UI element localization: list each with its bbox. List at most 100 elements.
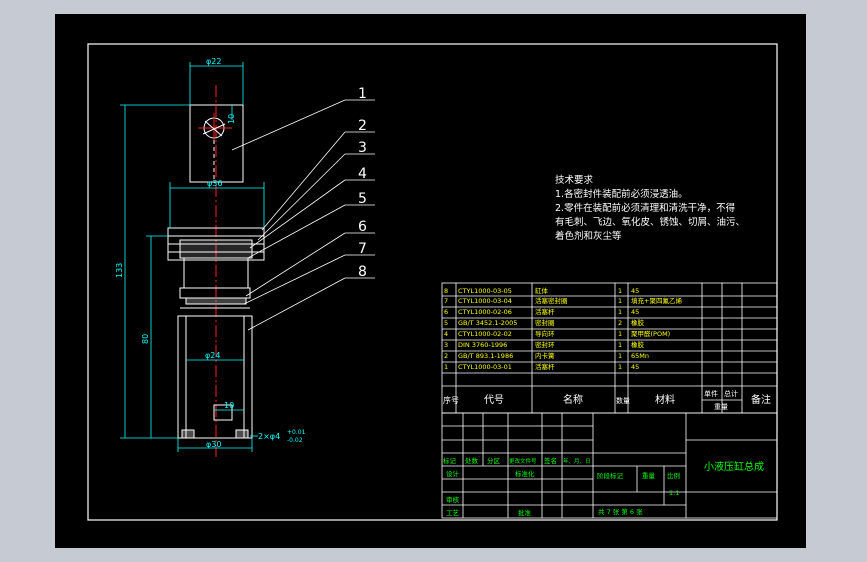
- header-unit-weight: 单件: [704, 389, 718, 398]
- header-total-weight: 总计: [724, 389, 738, 398]
- dim-d24: φ24: [205, 351, 220, 360]
- parts-cell-code: CTYL1000-03-04: [458, 297, 512, 305]
- cylinder-barrel: [177, 315, 253, 439]
- callout-3: 3: [358, 140, 367, 156]
- tb-standardize: 标准化: [515, 469, 535, 478]
- parts-cell-no: 1: [444, 363, 448, 371]
- parts-cell-material: 65Mn: [631, 352, 649, 360]
- dimension-text-group: φ22 10 φ36 133 80 φ24 10 2×φ4 +0.01 -0.0…: [115, 57, 306, 449]
- parts-cell-qty: 1: [618, 308, 622, 316]
- tb-sign: 签名: [544, 456, 557, 465]
- tb-check: 审核: [446, 495, 460, 504]
- parts-cell-name: 导向环: [535, 329, 555, 338]
- callout-4: 4: [358, 166, 367, 182]
- tech-line-2: 2.零件在装配前必须清理和清洗干净，不得: [555, 202, 736, 214]
- header-no: 序号: [443, 395, 459, 405]
- tb-design: 设计: [446, 469, 460, 478]
- dimension-lines: [120, 62, 265, 452]
- tb-change-doc: 更改文件号: [509, 457, 537, 465]
- parts-cell-no: 4: [444, 330, 448, 338]
- drawing-canvas: [55, 14, 806, 548]
- parts-cell-qty: 1: [618, 352, 622, 360]
- dim-10-port: 10: [224, 401, 234, 410]
- tb-zone: 分区: [487, 456, 501, 465]
- tb-sheets: 共 7 张 第 6 张: [598, 507, 643, 516]
- parts-cell-material: 45: [631, 308, 639, 316]
- tb-process: 工艺: [446, 509, 460, 517]
- parts-cell-name: 密封圈: [535, 318, 555, 327]
- callout-2: 2: [358, 118, 367, 134]
- parts-cell-code: DIN 3760-1996: [458, 341, 507, 349]
- parts-cell-qty: 1: [618, 363, 622, 371]
- parts-cell-code: CTYL1000-02-06: [458, 308, 512, 316]
- parts-cell-code: CTYL1000-03-01: [458, 363, 512, 371]
- tb-count: 处数: [465, 456, 479, 465]
- tb-stage-mark: 阶段标记: [597, 471, 624, 480]
- header-qty: 数量: [616, 396, 630, 405]
- dim-10-hole: 10: [227, 114, 236, 124]
- parts-cell-material: 填充+聚四氟乙烯: [631, 296, 682, 305]
- header-weight: 重量: [714, 403, 728, 411]
- cylinder-assembly-view: [167, 85, 265, 460]
- parts-cell-no: 3: [444, 341, 448, 349]
- parts-cell-material: 45: [631, 363, 639, 371]
- callout-7: 7: [358, 241, 367, 257]
- dim-d30: φ30: [206, 440, 221, 449]
- title-block-grid: [441, 412, 778, 519]
- parts-cell-no: 6: [444, 308, 448, 316]
- drawing-border: [87, 43, 778, 521]
- parts-cell-code: CTYL1000-03-05: [458, 287, 512, 295]
- tech-title: 技术要求: [555, 174, 594, 186]
- dim-133: 133: [115, 263, 124, 278]
- parts-cell-material: 橡胶: [631, 318, 645, 327]
- parts-list-grid: [441, 282, 778, 414]
- parts-cell-name: 活塞密封圈: [535, 296, 568, 305]
- tb-approve: 批准: [518, 508, 532, 517]
- callout-1: 1: [358, 86, 367, 102]
- tb-date: 年、月、日: [563, 457, 591, 465]
- parts-cell-material: 聚甲醛(POM): [631, 329, 670, 338]
- callout-leaders: [231, 99, 375, 331]
- parts-cell-code: GB/T 3452.1-2005: [458, 319, 517, 327]
- parts-cell-qty: 2: [618, 319, 622, 327]
- parts-cell-name: 密封环: [535, 340, 555, 349]
- callout-6: 6: [358, 219, 367, 235]
- dim-groove: 2×φ4: [258, 432, 280, 441]
- parts-cell-qty: 1: [618, 287, 622, 295]
- parts-cell-name: 内卡簧: [535, 351, 555, 360]
- tb-drawing-title: 小液压缸总成: [704, 460, 764, 473]
- header-remark: 备注: [751, 393, 771, 406]
- dim-d36: φ36: [207, 179, 222, 188]
- technical-requirements: 技术要求 1.各密封件装配前必须浸透油。 2.零件在装配前必须清理和清洗干净，不…: [555, 174, 745, 242]
- bottom-port: [213, 404, 233, 421]
- tb-mark: 标记: [443, 456, 457, 465]
- parts-cell-name: 缸体: [535, 286, 549, 295]
- dim-tol-lower: -0.02: [287, 437, 303, 444]
- parts-cell-no: 7: [444, 297, 448, 305]
- parts-cell-code: CTYL1000-02-02: [458, 330, 512, 338]
- parts-cell-name: 活塞杆: [535, 307, 555, 316]
- tech-line-1: 1.各密封件装配前必须浸透油。: [555, 188, 688, 200]
- parts-cell-qty: 1: [618, 297, 622, 305]
- parts-cell-material: 橡胶: [631, 340, 645, 349]
- parts-cell-qty: 1: [618, 341, 622, 349]
- parts-list-header: 序号 代号 名称 数量 材料 单件 总计 重量 备注: [443, 389, 771, 411]
- dim-80: 80: [141, 334, 150, 344]
- parts-cell-material: 45: [631, 287, 639, 295]
- parts-cell-no: 5: [444, 319, 448, 327]
- parts-cell-no: 8: [444, 287, 448, 295]
- callout-8: 8: [358, 264, 367, 280]
- tb-scale: 比例: [667, 471, 680, 480]
- header-code: 代号: [484, 394, 504, 406]
- tech-line-4: 着色剂和灰尘等: [555, 230, 622, 242]
- parts-cell-qty: 1: [618, 330, 622, 338]
- tb-weight: 重量: [642, 472, 656, 480]
- header-name: 名称: [563, 393, 583, 406]
- parts-cell-name: 活塞杆: [535, 362, 555, 371]
- tb-scale-value: 1:1: [669, 489, 679, 497]
- title-block-text: 标记 处数 分区 更改文件号 签名 年、月、日 设计 标准化 审核 工艺 批准 …: [443, 456, 764, 517]
- callout-5: 5: [358, 191, 367, 207]
- parts-cell-no: 2: [444, 352, 448, 360]
